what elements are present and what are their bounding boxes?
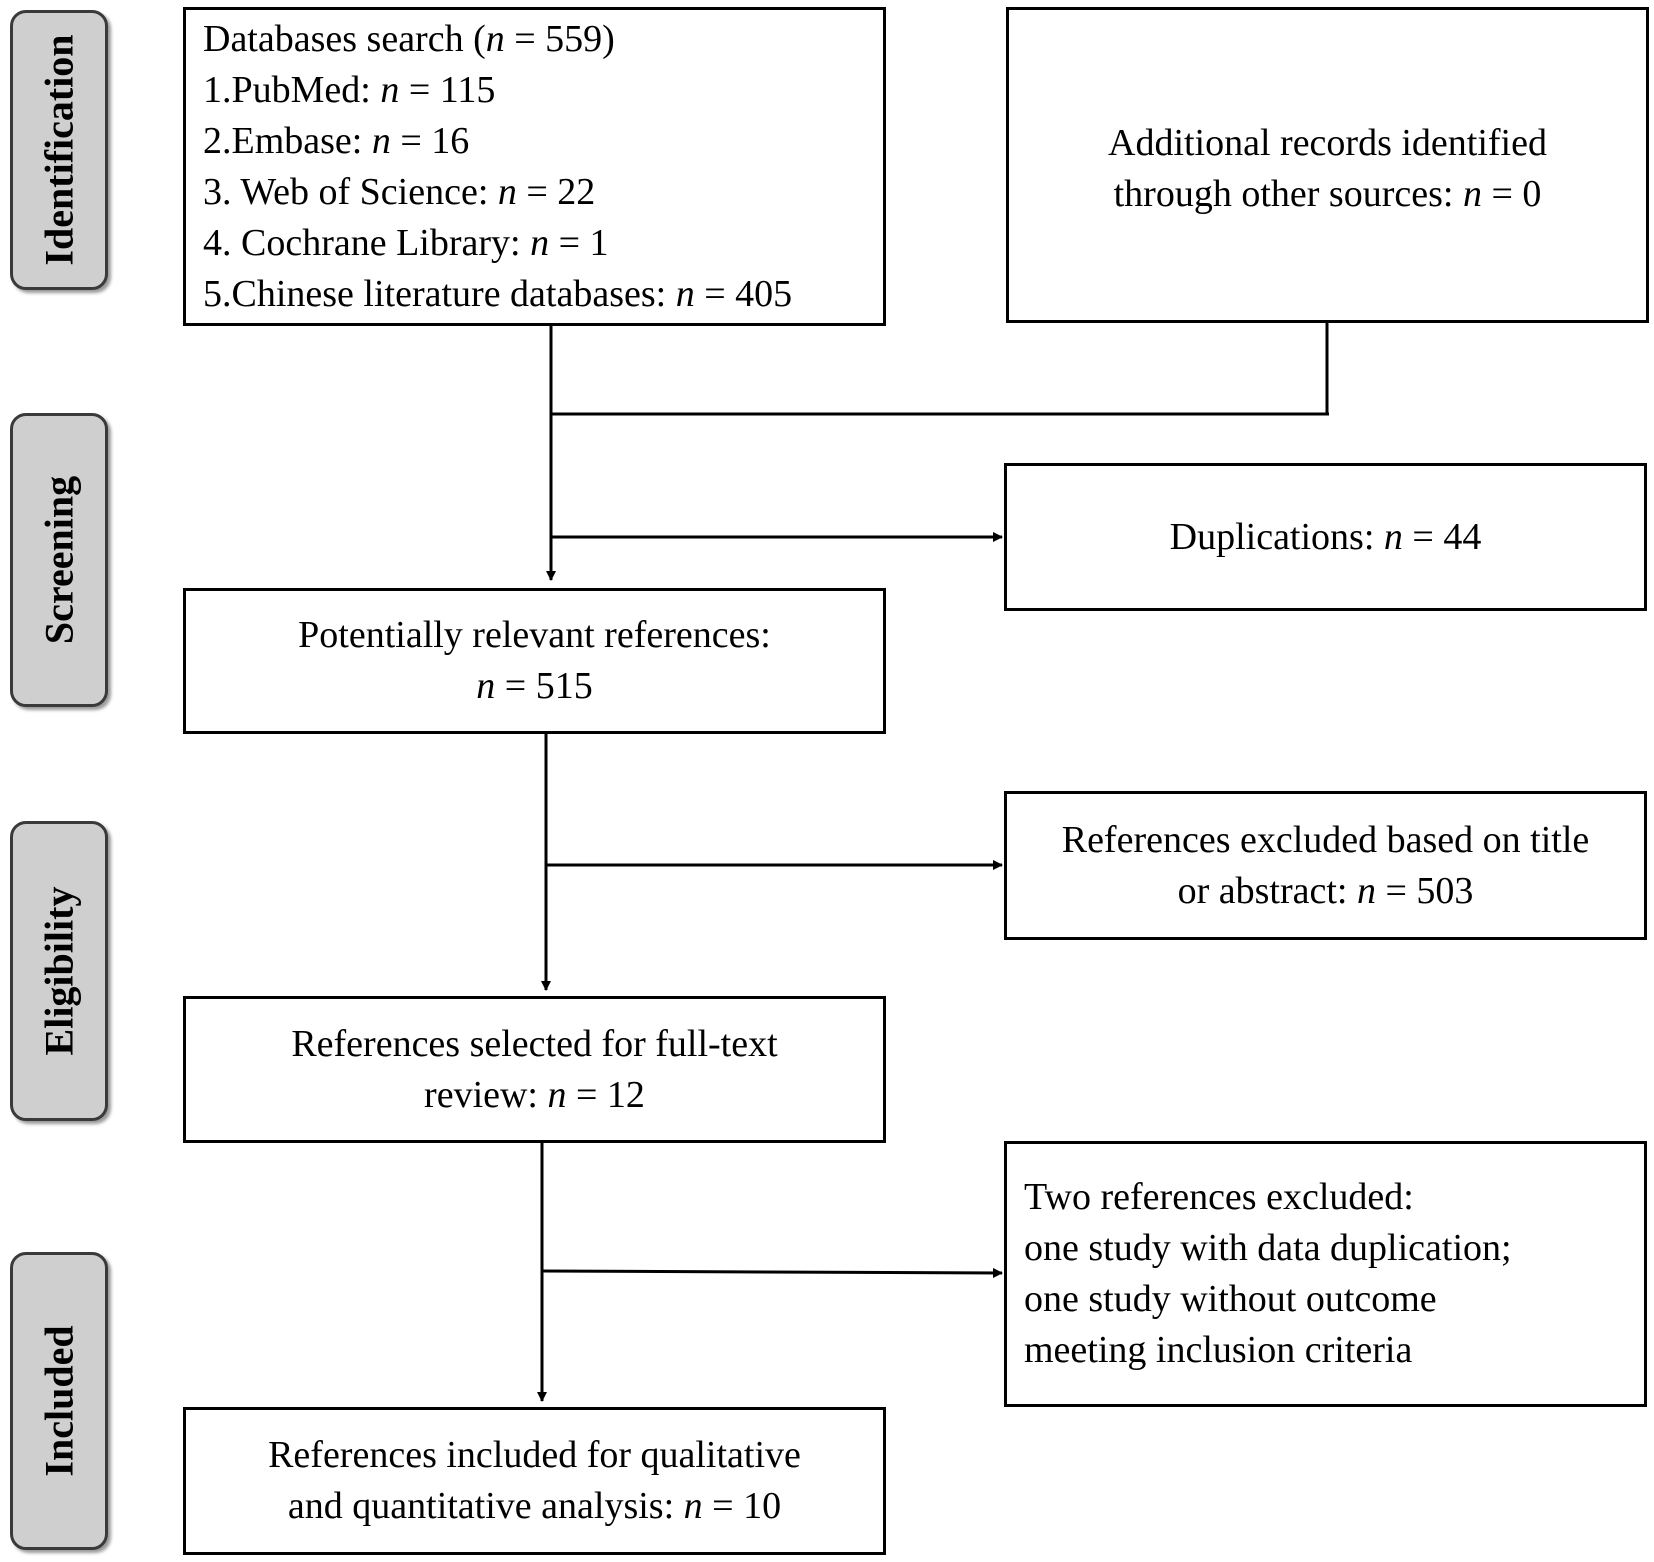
box-line: References selected for full-text — [291, 1022, 778, 1065]
included-analysis-box: References included for qualitative and … — [183, 1407, 886, 1555]
box-line: or abstract: n = 503 — [1177, 869, 1474, 912]
box-line: meeting inclusion criteria — [1024, 1329, 1413, 1371]
two-excluded-box: Two references excluded: one study with … — [1004, 1141, 1647, 1407]
box-line: and quantitative analysis: n = 10 — [287, 1485, 782, 1527]
box-line: 5.Chinese literature databases: n = 405 — [203, 272, 793, 315]
stage-included: Included — [10, 1252, 108, 1550]
excluded-title-abstract-box: References excluded based on title or ab… — [1004, 791, 1647, 940]
box-line: 4. Cochrane Library: n = 1 — [203, 221, 609, 264]
full-text-review-box: References selected for full-text review… — [183, 996, 886, 1143]
duplications-box: Duplications: n = 44 — [1004, 463, 1647, 611]
stage-screening: Screening — [10, 413, 108, 707]
potentially-relevant-box: Potentially relevant references: n = 515 — [183, 588, 886, 734]
box-line: Databases search (n = 559) — [203, 17, 615, 60]
box-line: 1.PubMed: n = 115 — [203, 68, 496, 111]
box-line: review: n = 12 — [424, 1073, 645, 1116]
box-line: Duplications: n = 44 — [1169, 515, 1482, 558]
box-line: one study without outcome — [1024, 1278, 1437, 1320]
box-line: References excluded based on title — [1061, 818, 1590, 861]
box-line: one study with data duplication; — [1024, 1227, 1512, 1269]
additional-records-box: Additional records identified through ot… — [1006, 7, 1649, 323]
box-line: 2.Embase: n = 16 — [203, 119, 470, 162]
box-line: Potentially relevant references: — [298, 614, 771, 656]
box-line: Two references excluded: — [1024, 1176, 1414, 1218]
box-line: 3. Web of Science: n = 22 — [203, 170, 596, 213]
connector-two-excluded — [541, 1267, 1003, 1278]
box-line: n = 515 — [476, 665, 593, 707]
stage-identification: Identification — [10, 10, 108, 290]
box-line: Additional records identified — [1108, 122, 1547, 164]
box-line: through other sources: n = 0 — [1113, 173, 1542, 215]
box-line: References included for qualitative — [268, 1434, 801, 1476]
databases-search-box: Databases search (n = 559) 1.PubMed: n =… — [183, 7, 886, 326]
stage-eligibility: Eligibility — [10, 821, 108, 1121]
